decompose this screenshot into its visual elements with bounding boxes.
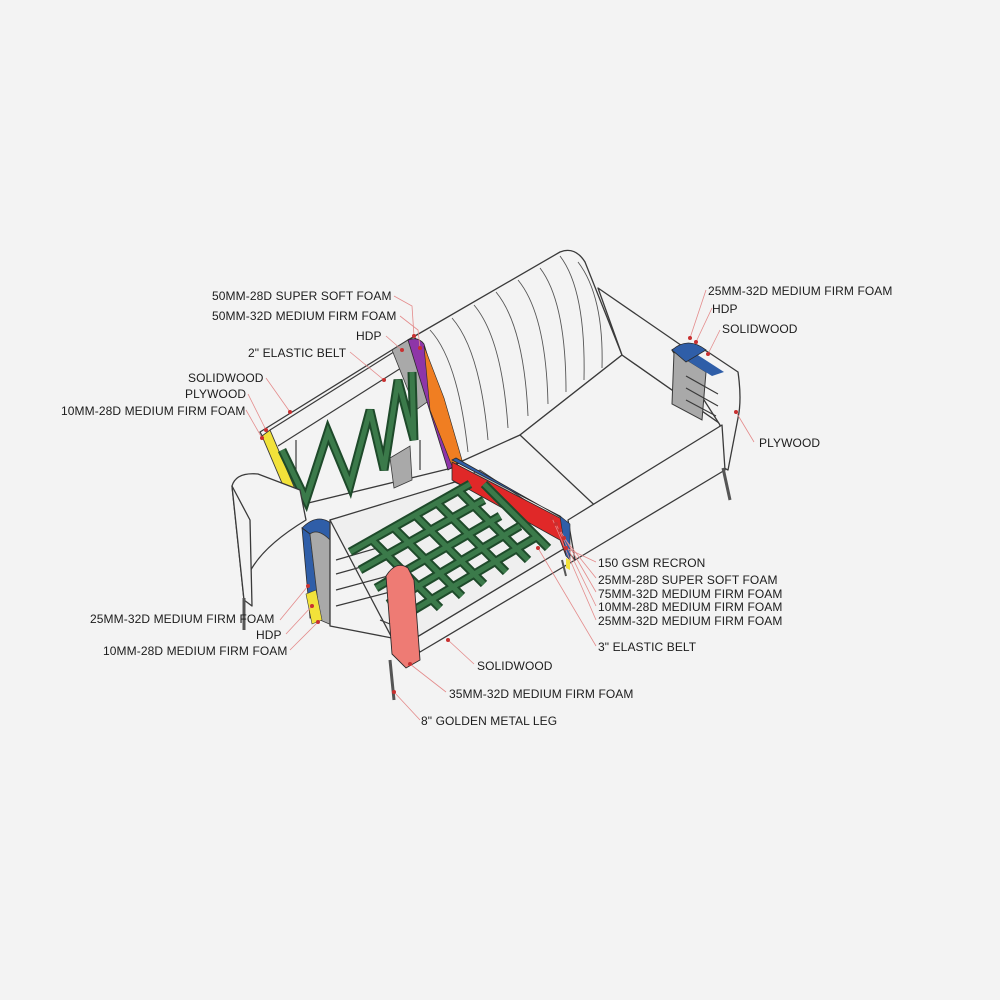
label-golden-metal-leg: 8" GOLDEN METAL LEG	[421, 714, 558, 728]
label-arm-35mm-foam: 35MM-32D MEDIUM FIRM FOAM	[449, 687, 634, 701]
label-right-arm-hdp: HDP	[712, 302, 738, 316]
label-right-arm-25mm-foam: 25MM-32D MEDIUM FIRM FOAM	[708, 284, 893, 298]
label-seat-10mm-foam: 10MM-28D MEDIUM FIRM FOAM	[598, 600, 783, 614]
label-base-solidwood: SOLIDWOOD	[477, 659, 553, 673]
label-back-plywood: PLYWOOD	[185, 387, 247, 401]
label-back-medium-firm-foam: 50MM-32D MEDIUM FIRM FOAM	[212, 309, 397, 323]
label-left-arm-25mm-foam: 25MM-32D MEDIUM FIRM FOAM	[90, 612, 275, 626]
label-back-hdp: HDP	[356, 329, 382, 343]
label-back-10mm-foam: 10MM-28D MEDIUM FIRM FOAM	[61, 404, 246, 418]
left-arm	[231, 473, 337, 630]
label-left-arm-hdp: HDP	[256, 628, 282, 642]
label-left-arm-10mm-foam: 10MM-28D MEDIUM FIRM FOAM	[103, 644, 288, 658]
seat-base	[329, 457, 576, 701]
label-back-super-soft-foam: 50MM-28D SUPER SOFT FOAM	[212, 289, 392, 303]
label-seat-75mm-foam: 75MM-32D MEDIUM FIRM FOAM	[598, 587, 783, 601]
label-back-solidwood: SOLIDWOOD	[188, 371, 264, 385]
label-seat-recron: 150 GSM RECRON	[598, 556, 706, 570]
label-seat-25mm-super-soft: 25MM-28D SUPER SOFT FOAM	[598, 573, 778, 587]
label-seat-elastic-belt: 3" ELASTIC BELT	[598, 640, 697, 654]
right-section	[519, 287, 741, 561]
label-right-arm-solidwood: SOLIDWOOD	[722, 322, 798, 336]
label-seat-25mm-firm-foam: 25MM-32D MEDIUM FIRM FOAM	[598, 614, 783, 628]
label-back-elastic-belt: 2" ELASTIC BELT	[248, 346, 347, 360]
leader-dots	[260, 334, 738, 694]
label-right-arm-plywood: PLYWOOD	[759, 436, 821, 450]
back-frame	[259, 337, 463, 513]
